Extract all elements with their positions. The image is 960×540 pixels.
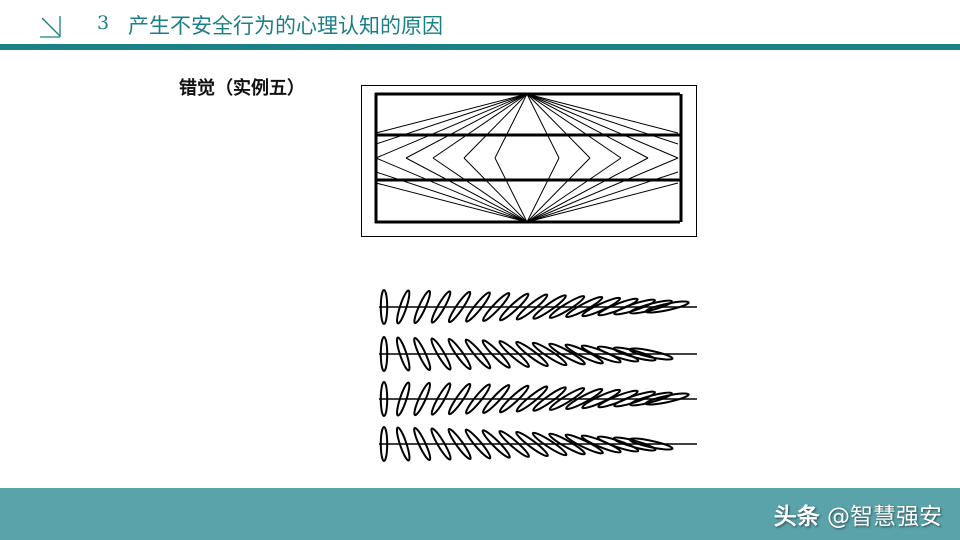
slide-subtitle: 错觉（实例五） [179,78,305,99]
page-title: 产生不安全行为的心理认知的原因 [128,14,443,38]
footer-band: 头条 @智慧强安 [0,488,960,540]
header-divider [0,44,960,50]
corner-arrow-icon [40,16,61,38]
watermark-brand: 头条 [773,504,820,530]
watermark: 头条 @智慧强安 [774,497,942,531]
section-number: 3 [97,12,110,34]
watermark-handle: @智慧强安 [827,504,942,530]
